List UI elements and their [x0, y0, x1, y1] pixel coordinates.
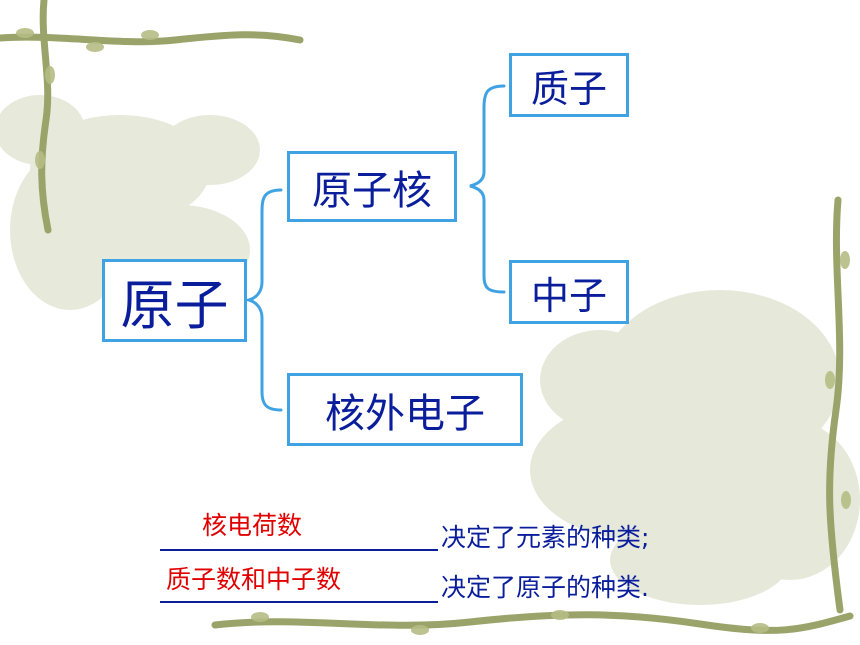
neutron-box: 中子: [509, 260, 629, 324]
statement-2: 决定了原子的种类.: [441, 573, 649, 602]
electrons-box: 核外电子: [287, 373, 523, 446]
neutron-label: 中子: [530, 273, 607, 318]
nucleus-box: 原子核: [287, 151, 457, 222]
blank-line-1: [160, 549, 438, 551]
proton-box: 质子: [509, 53, 629, 117]
atom-label: 原子: [120, 274, 229, 337]
electrons-label: 核外电子: [325, 390, 485, 437]
flower-decoration-right: [530, 290, 860, 605]
blank-line-2: [160, 601, 438, 603]
atom-box: 原子: [102, 259, 247, 342]
bracket-atom: [243, 188, 283, 412]
statement-1: 决定了元素的种类;: [441, 523, 650, 552]
bracket-nucleus: [469, 84, 506, 294]
nucleus-label: 原子核: [312, 167, 432, 214]
proton-label: 质子: [530, 66, 607, 111]
answer-1: 核电荷数: [202, 511, 303, 540]
answer-2: 质子数和中子数: [166, 565, 342, 594]
